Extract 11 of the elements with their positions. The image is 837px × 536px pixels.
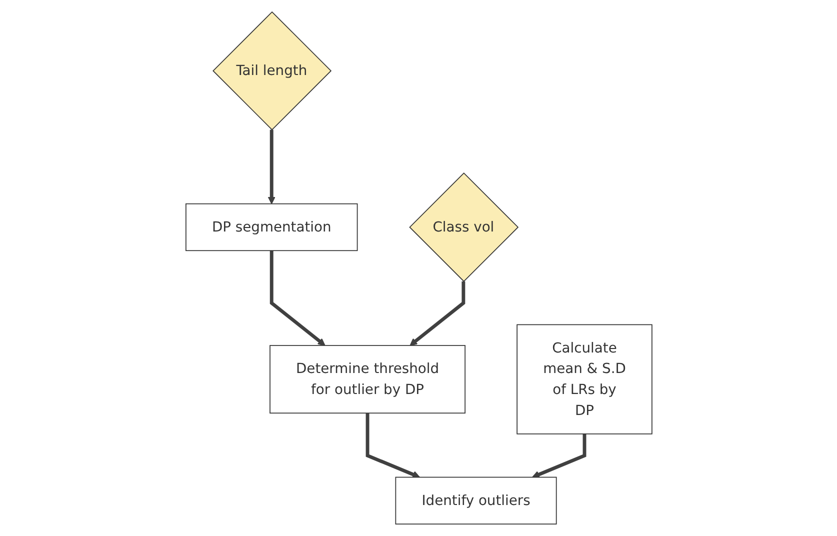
process-box: Identify outliers [394, 476, 556, 524]
arrow [409, 281, 465, 346]
arrow [267, 130, 275, 204]
process-box: Determine threshold for outlier by DP [269, 345, 466, 414]
arrow [532, 434, 586, 478]
process-box: Calculate mean & S.D of LRs by DP [516, 324, 652, 434]
process-box: DP segmentation [185, 203, 358, 252]
decision-diamond: Tail length [212, 11, 332, 130]
decision-diamond: Class vol [408, 172, 518, 282]
arrow [269, 250, 325, 346]
arrow [365, 413, 420, 478]
